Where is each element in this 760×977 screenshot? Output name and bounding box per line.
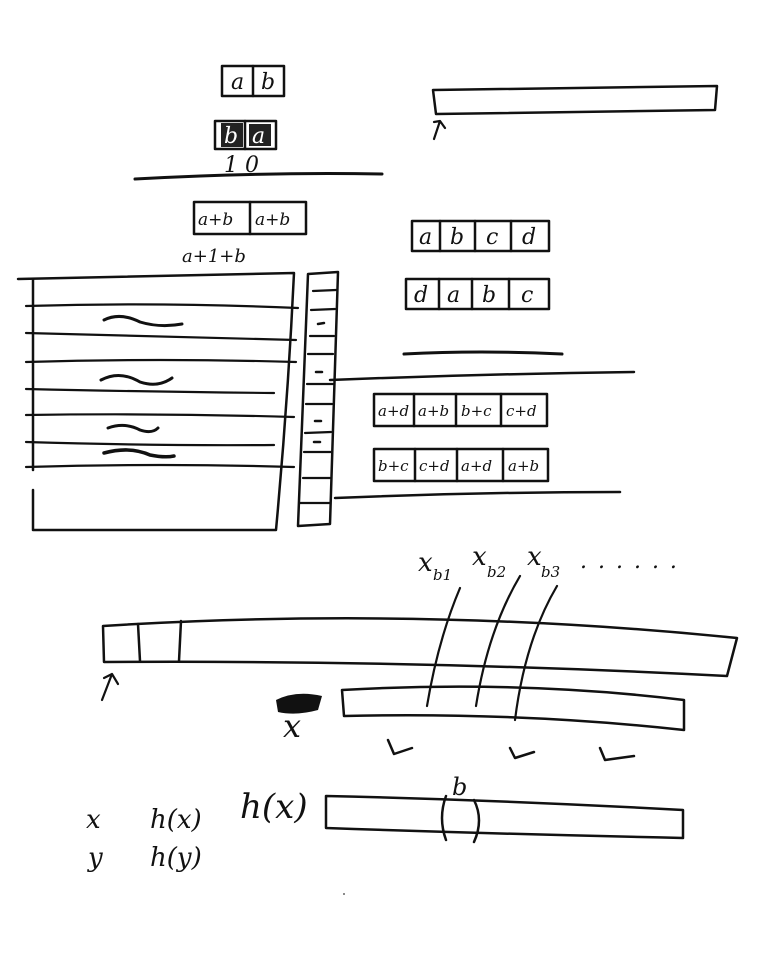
- hx-big-label: h(x): [240, 787, 308, 827]
- row-abcd: a b c d: [410, 219, 551, 253]
- pointer-line-xb2: [474, 574, 522, 708]
- scribble-2: [99, 374, 174, 386]
- xb1-main: x: [418, 548, 433, 578]
- hash-y: h(y): [150, 843, 202, 873]
- xb3-main: x: [527, 542, 542, 572]
- sum-cell-right: a+b: [255, 210, 290, 230]
- scribble-1: [102, 315, 184, 328]
- row-dabc: d a b c: [404, 277, 551, 311]
- divider-line-3: [328, 370, 636, 382]
- hash-mapping-table: x h(x) y h(y): [86, 805, 202, 873]
- sums2-cell-1: c+d: [419, 457, 450, 475]
- xb2-sub: b2: [487, 563, 506, 581]
- abcd-cell-1: b: [450, 225, 464, 250]
- check-mark-icon: [508, 746, 536, 760]
- pointer-line-xb1: [425, 586, 462, 708]
- pair-a-cell: a: [231, 70, 244, 95]
- hash-bucket-array: b: [324, 773, 685, 844]
- dabc-cell-1: a: [447, 283, 460, 308]
- arrow-up-icon: [100, 672, 120, 702]
- row-sums-2: b+c c+d a+d a+b: [372, 447, 550, 483]
- stray-dot: [343, 893, 345, 895]
- bucket-b-label: b: [452, 773, 467, 801]
- key-x: x: [86, 805, 101, 835]
- swap-cell-left: b: [224, 124, 238, 149]
- scribble-fill-left: [221, 123, 243, 147]
- divider-line-1: [133, 172, 384, 181]
- xb2-main: x: [472, 542, 487, 572]
- dabc-cell-0: d: [414, 283, 428, 308]
- stream-label-xb3: x b3: [527, 542, 560, 581]
- paren-right: [472, 798, 481, 844]
- sums1-cell-3: c+d: [506, 402, 537, 420]
- xb1-sub: b1: [433, 566, 452, 584]
- hash-x: h(x): [150, 805, 202, 835]
- pair-b-cell: b: [261, 70, 275, 95]
- abcd-cell-2: c: [486, 225, 498, 250]
- sum-pair: a+b a+b a+1+b: [182, 200, 308, 267]
- paren-left: [440, 794, 448, 842]
- scribble-3: [106, 423, 160, 434]
- top-right-bar: [431, 84, 719, 141]
- swap-cell-right: a: [252, 124, 265, 149]
- row-sums-1: a+d a+b b+c c+d: [372, 392, 549, 428]
- pair-a-b: a b: [220, 64, 286, 98]
- sums1-cell-1: a+b: [418, 402, 449, 420]
- dabc-cell-3: c: [521, 283, 533, 308]
- divider-line-2: [402, 350, 564, 356]
- pointer-line-xb3: [513, 584, 559, 722]
- scribble-4: [102, 448, 176, 459]
- check-mark-icon: [598, 746, 636, 762]
- continuation-dots: . . . . . .: [580, 549, 679, 574]
- sums1-cell-2: b+c: [461, 402, 492, 420]
- swapped-pair: b a 1 0: [213, 119, 278, 178]
- xb3-sub: b3: [541, 563, 560, 581]
- scribble-fill-right: [249, 124, 271, 146]
- scribble-blot: [276, 693, 322, 714]
- abcd-cell-3: d: [522, 225, 536, 250]
- divider-line-4: [333, 490, 622, 500]
- key-y: y: [87, 843, 103, 873]
- sum-cell-left: a+b: [198, 210, 233, 230]
- check-mark-icon: [386, 738, 414, 756]
- sums2-cell-3: a+b: [508, 457, 539, 475]
- sums2-cell-2: a+d: [461, 457, 492, 475]
- main-array: [100, 617, 739, 702]
- vertical-array: [296, 270, 340, 528]
- stream-label-xb2: x b2: [472, 542, 506, 581]
- sums1-cell-0: a+d: [378, 402, 409, 420]
- sums2-cell-0: b+c: [378, 457, 409, 475]
- sum-caption: a+1+b: [182, 246, 246, 267]
- crossed-label: x: [283, 707, 301, 745]
- dabc-cell-2: b: [482, 283, 496, 308]
- crossed-out-x: x: [276, 693, 322, 745]
- abcd-cell-0: a: [419, 225, 432, 250]
- lined-page: [16, 271, 300, 532]
- stream-label-xb1: x b1: [418, 548, 452, 584]
- secondary-array: [340, 685, 686, 732]
- arrow-up-icon: [432, 119, 447, 141]
